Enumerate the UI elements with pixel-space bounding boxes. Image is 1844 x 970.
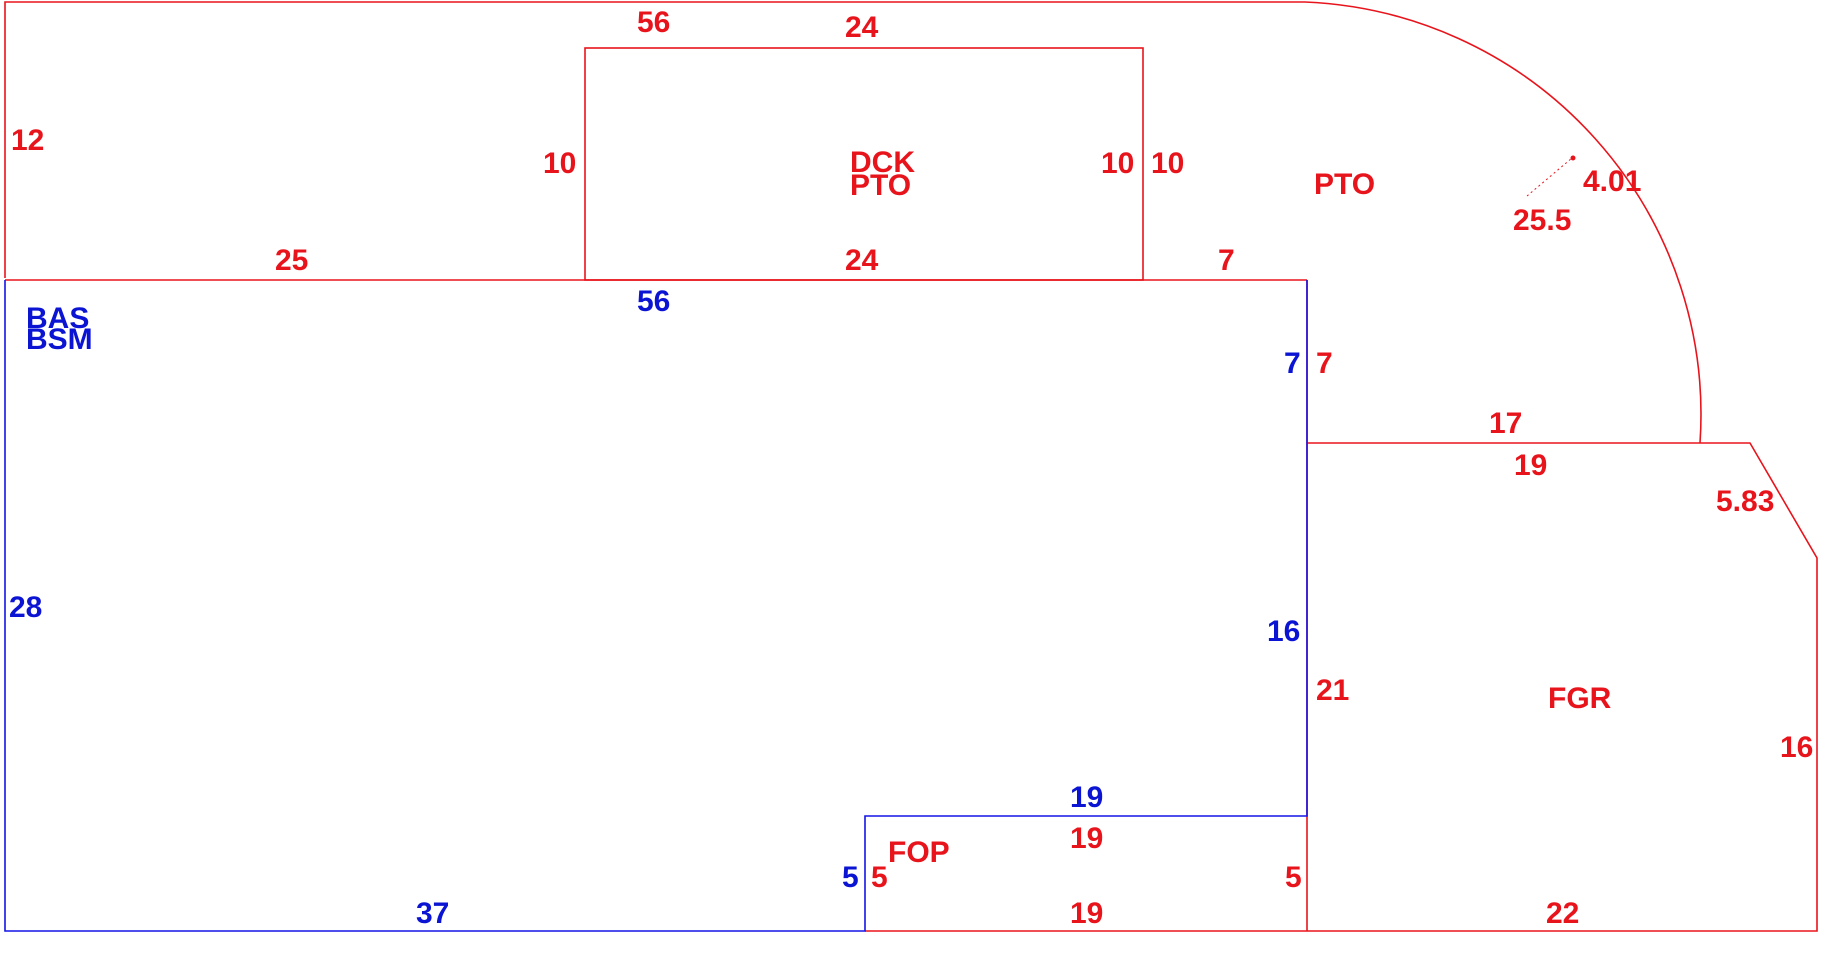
dim-garage-left: 21 bbox=[1316, 674, 1349, 707]
dim-bas-right-upper-blue: 7 bbox=[1284, 347, 1301, 380]
arc-point bbox=[1570, 155, 1576, 161]
dim-bas-right-lower: 16 bbox=[1267, 615, 1300, 648]
dim-garage-right: 16 bbox=[1780, 731, 1813, 764]
garage-edges bbox=[1307, 442, 1818, 932]
dim-bas-left: 28 bbox=[9, 591, 42, 624]
dim-bas-top: 56 bbox=[637, 285, 670, 318]
area-label-fop: FOP bbox=[888, 836, 950, 869]
dim-deck-bottom: 24 bbox=[845, 244, 879, 277]
dim-fop-right: 5 bbox=[1285, 861, 1302, 894]
dim-garage-bottom: 22 bbox=[1546, 897, 1579, 930]
base-perimeter bbox=[4, 280, 1308, 932]
dim-bas-bottom: 37 bbox=[416, 897, 449, 930]
dim-deck-top: 24 bbox=[845, 11, 879, 44]
dim-fop-bottom: 19 bbox=[1070, 897, 1103, 930]
dim-bas-right-upper-red: 7 bbox=[1316, 347, 1333, 380]
area-label-dck: DCK bbox=[850, 146, 915, 179]
base-outline bbox=[4, 280, 1308, 932]
deck-rectangle bbox=[584, 47, 1144, 281]
area-label-fgr: FGR bbox=[1548, 682, 1612, 715]
area-label-bas: BAS bbox=[26, 302, 89, 335]
dim-fop-left-blue: 5 bbox=[842, 861, 859, 894]
area-label-bsm: BSM bbox=[26, 323, 93, 356]
dim-patio-bottom: 17 bbox=[1489, 407, 1522, 440]
dim-fop-top: 19 bbox=[1070, 822, 1103, 855]
dim-garage-chamfer: 5.83 bbox=[1716, 485, 1774, 518]
dim-top-total: 56 bbox=[637, 6, 670, 39]
dim-right-step: 7 bbox=[1218, 244, 1235, 277]
area-label-pto-patio: PTO bbox=[1314, 168, 1375, 201]
area-label-pto-deck: PTO bbox=[850, 169, 911, 202]
dim-fop-left-red: 5 bbox=[871, 861, 888, 894]
patio-arc bbox=[1304, 1, 1702, 444]
dim-arc-chord: 25.5 bbox=[1513, 204, 1571, 237]
dim-bas-notch-top: 19 bbox=[1070, 781, 1103, 814]
dim-deck-left-outer: 10 bbox=[543, 147, 576, 180]
arc-chord-dotted bbox=[1526, 157, 1573, 197]
patio-top-left-edges bbox=[4, 1, 1305, 278]
patio-outline bbox=[4, 1, 1702, 444]
dim-bottom-left-red: 25 bbox=[275, 244, 308, 277]
dim-arc-rise: 4.01 bbox=[1583, 165, 1641, 198]
dim-deck-right-inner: 10 bbox=[1101, 147, 1134, 180]
dim-garage-top: 19 bbox=[1514, 449, 1547, 482]
dim-deck-right-outer: 10 bbox=[1151, 147, 1184, 180]
dim-left-upper: 12 bbox=[11, 124, 44, 157]
